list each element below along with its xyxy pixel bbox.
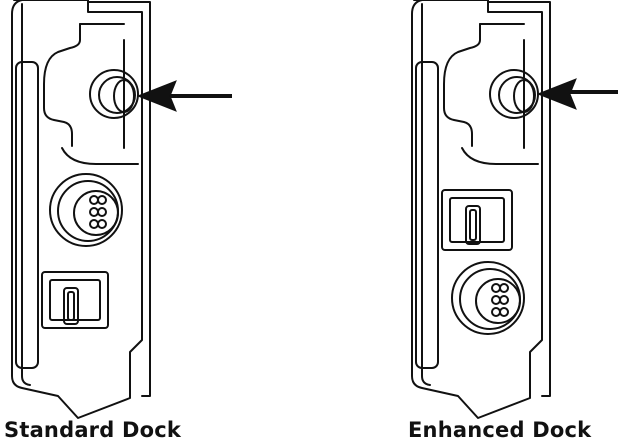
upper-recess (43, 23, 81, 147)
round-power-connector-icon (49, 173, 123, 247)
dock-inner-bevel (421, 3, 431, 386)
side-slot (15, 61, 39, 369)
recess-step-line (61, 147, 139, 165)
standard-dock-illustration (11, 0, 232, 419)
standard-dock-panel: Standard Dock (0, 0, 260, 446)
dock-housing-outline (11, 0, 143, 419)
usb-port-icon (441, 189, 513, 251)
round-button-icon (489, 69, 539, 119)
dock-back-wall (87, 1, 151, 397)
arrow-left-icon (136, 80, 232, 112)
enhanced-dock-caption: Enhanced Dock (408, 418, 592, 442)
dock-housing-outline (411, 0, 543, 419)
upper-recess (443, 23, 481, 147)
standard-dock-caption: Standard Dock (4, 418, 182, 442)
dock-inner-bevel (21, 3, 31, 386)
enhanced-dock-panel: Enhanced Dock (400, 0, 621, 446)
arrow-left-icon (536, 78, 618, 110)
round-power-connector-icon (451, 261, 525, 335)
round-button-icon (89, 69, 139, 119)
recess-step-line (461, 147, 539, 165)
usb-port-icon (41, 271, 109, 329)
enhanced-dock-illustration (411, 0, 618, 419)
side-slot (415, 61, 439, 369)
dock-back-wall (487, 1, 551, 397)
